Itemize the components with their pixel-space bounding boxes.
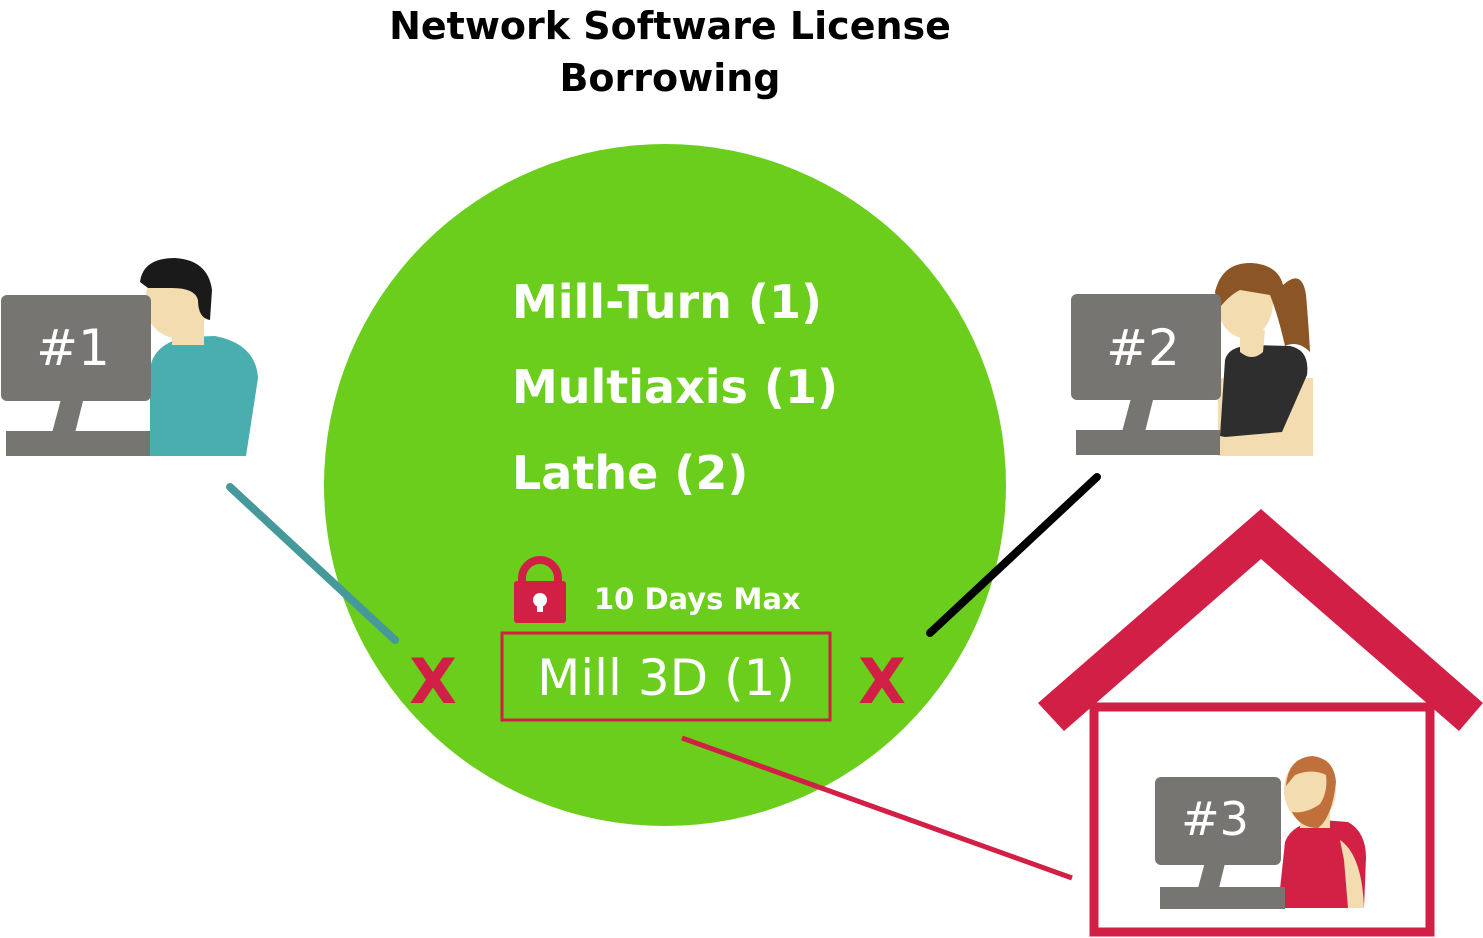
license-item-lathe: Lathe (2) [512,446,748,500]
user-3-computer-icon [1155,777,1285,909]
user-1-workstation: #1 [1,258,258,456]
license-item-mill-turn: Mill-Turn (1) [512,275,822,329]
user-2-label: #2 [1106,319,1180,377]
lock-icon [514,556,566,623]
user-1-label: #1 [36,319,110,377]
title-line-1: Network Software License [389,4,951,48]
house-icon [1038,509,1483,937]
link-user2 [926,473,1101,637]
user-3-workstation: #3 [1155,756,1366,909]
link-user1 [226,483,399,644]
borrowed-license-label: Mill 3D (1) [537,649,795,707]
title-line-2: Borrowing [559,56,781,100]
user-2-person [1215,262,1313,456]
link-user3-borrow [681,735,1073,881]
user-2-computer-icon [1071,294,1221,455]
borrowed-license-box [500,631,832,722]
user-3-label: #3 [1181,792,1249,846]
borrow-limit-label: 10 Days Max [594,582,801,616]
license-pool-circle [324,144,1006,826]
blocked-mark-left: X [409,645,457,718]
diagram-title: Network Software License Borrowing [0,0,1340,104]
blocked-mark-right: X [858,645,906,718]
license-item-multiaxis: Multiaxis (1) [512,360,838,414]
user-3-person [1278,756,1366,908]
user-1-person [140,258,258,456]
user-1-computer-icon [1,295,151,456]
user-2-workstation: #2 [1071,262,1313,456]
